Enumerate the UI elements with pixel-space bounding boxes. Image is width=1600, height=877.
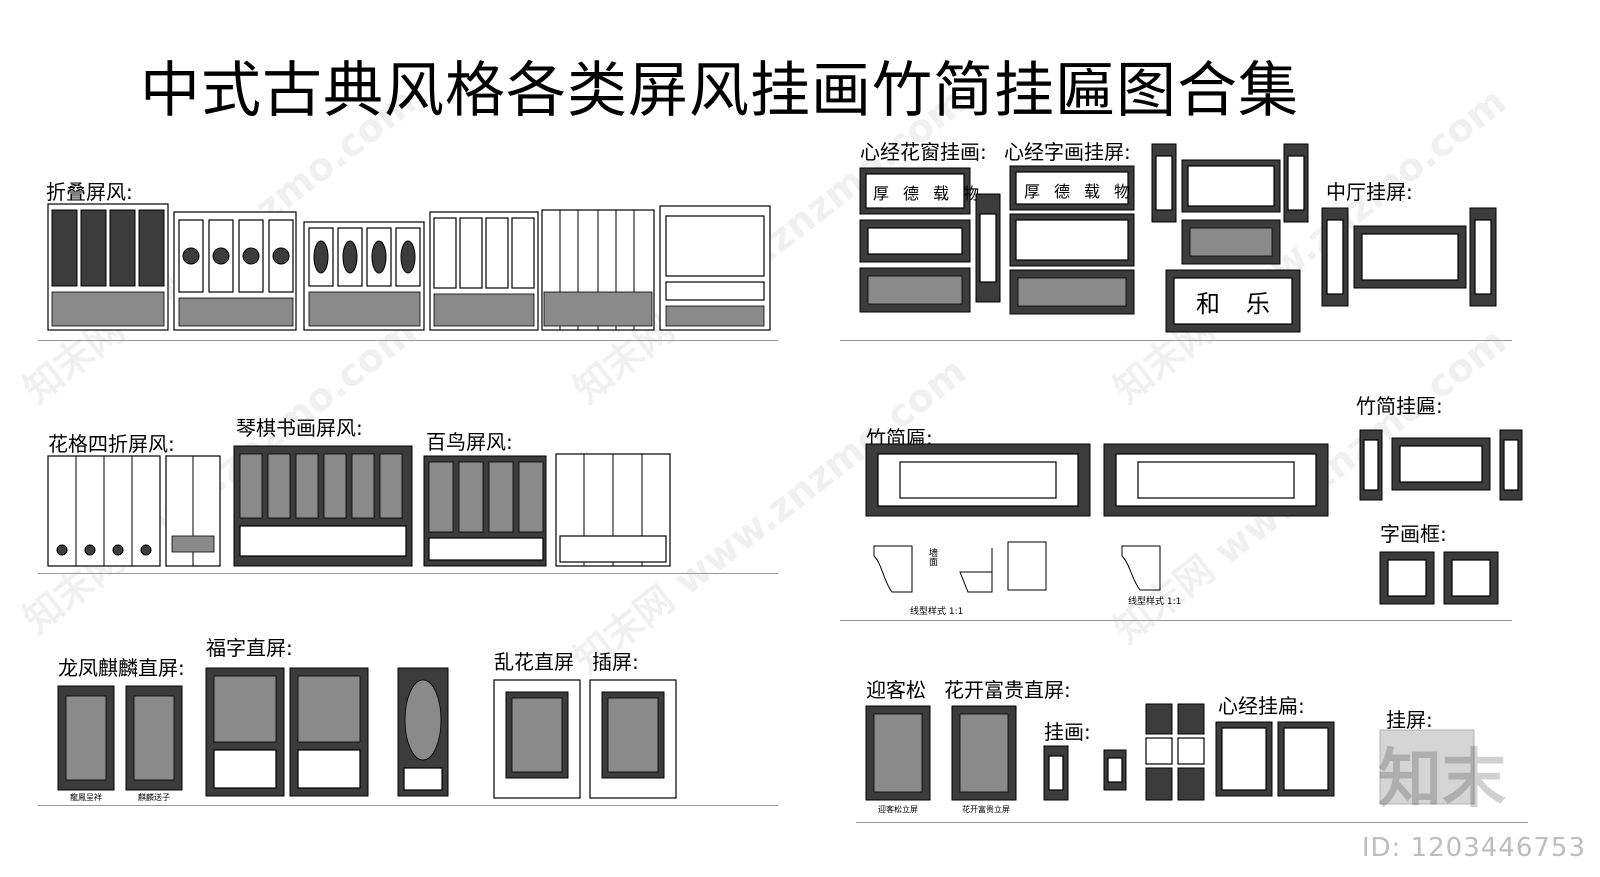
label-fu-character: 福字直屏: <box>206 636 293 660</box>
label-folding-screen: 折叠屏风: <box>46 180 133 204</box>
fu-character-screen-3 <box>397 667 449 797</box>
profile-style-label: 线型样式 1:1 <box>910 607 964 617</box>
folding-screen-lattice <box>47 203 169 331</box>
divider-line <box>38 340 778 341</box>
image-id-label: ID: 1203446753 <box>1361 833 1586 863</box>
lattice-panels <box>51 209 165 287</box>
heart-sutra-center-mid <box>1181 219 1281 265</box>
qin-qi-shu-hua-screen <box>233 445 413 567</box>
he-le-plaque <box>1165 269 1301 333</box>
calligraphy-four-fold-screen <box>555 453 671 567</box>
label-heart-sutra-window: 心经花窗挂画: <box>860 140 987 164</box>
lattice-two-fold-screen <box>165 455 221 567</box>
folding-screen-calligraphy <box>429 211 539 331</box>
divider-line <box>38 573 778 574</box>
heart-sutra-window-carved <box>859 267 971 313</box>
folding-screen-carved <box>173 211 297 331</box>
heart-sutra-calligraphy-text <box>1009 213 1135 267</box>
folding-screen-frame <box>659 205 771 331</box>
random-flower-screen <box>493 679 581 799</box>
folding-screen-open <box>541 209 655 331</box>
label-hundred-birds: 百鸟屏风: <box>426 430 513 454</box>
divider-line <box>840 620 1512 621</box>
label-qin-qi-shu-hua: 琴棋书画屏风: <box>236 416 363 440</box>
page-title: 中式古典风格各类屏风挂画竹简挂匾图合集 <box>140 56 1299 126</box>
plaque-text-he-le: 和乐 <box>1196 290 1296 318</box>
caption-pine: 迎客松立屏 <box>878 805 918 814</box>
dragon-phoenix-screen-2 <box>125 685 183 791</box>
profile-wall-label: 墙面 <box>927 548 937 566</box>
heart-sutra-center-top <box>1181 159 1281 213</box>
label-insert-screen: 插屏: <box>592 650 639 674</box>
label-calligraphy-frame: 字画框: <box>1380 522 1447 546</box>
caption-peony: 花开富贵立屏 <box>962 805 1010 814</box>
bamboo-hanging-plaque-left <box>1359 429 1383 501</box>
profile-section-left <box>873 541 1047 593</box>
profile-style-label: 线型样式 1:1 <box>1128 597 1182 607</box>
bamboo-plaque-large <box>865 443 1091 517</box>
folding-screen-floral <box>303 221 425 331</box>
heart-sutra-plaque-grid <box>1145 703 1205 801</box>
hanging-painting-1 <box>1043 745 1069 801</box>
insert-screen <box>589 679 677 799</box>
blossoming-wealth-screen <box>951 705 1017 801</box>
heart-sutra-window-plain <box>859 219 971 263</box>
hall-screen-center <box>1353 225 1467 289</box>
fu-character-screen-1 <box>205 667 285 797</box>
label-welcoming-pine: 迎客松 <box>866 678 926 702</box>
divider-line <box>840 340 1512 341</box>
bamboo-hanging-plaque-right <box>1499 429 1523 501</box>
profile-section-right <box>1121 545 1161 591</box>
label-bamboo-hanging-plaque: 竹简挂匾: <box>1356 394 1443 418</box>
label-heart-sutra-calligraphy: 心经字画挂屏: <box>1004 140 1131 164</box>
heart-sutra-window-plaque <box>859 167 971 215</box>
label-hanging-screen: 挂屏: <box>1386 708 1433 732</box>
bamboo-hanging-plaque-center <box>1391 437 1491 491</box>
hanging-painting-2 <box>1103 749 1127 791</box>
label-dragon-phoenix: 龙凤麒麟直屏: <box>58 656 185 680</box>
heart-sutra-window-vertical <box>975 193 1001 303</box>
plaque-text-hou-de-zai-wu: 厚德载物 <box>873 184 994 203</box>
dragon-phoenix-screen-1 <box>57 685 115 791</box>
caption-dragon: 龍鳳呈祥 <box>70 793 102 802</box>
plaque-text-hou-de-zai-wu: 厚德载物 <box>1024 182 1145 201</box>
hundred-birds-screen <box>423 455 547 567</box>
divider-line <box>38 805 778 806</box>
label-blossoming-wealth: 花开富贵直屏: <box>944 678 1071 702</box>
fu-character-screen-2 <box>289 667 369 797</box>
label-hanging-painting: 挂画: <box>1044 720 1091 744</box>
heart-sutra-plaque-mirror-2 <box>1277 721 1335 797</box>
bamboo-plaque-large-2 <box>1103 443 1329 517</box>
heart-sutra-calligraphy-dense <box>1009 269 1135 315</box>
hall-screen-right <box>1469 207 1497 307</box>
label-hall-screen: 中厅挂屏: <box>1326 180 1413 204</box>
calligraphy-frame-1 <box>1379 551 1435 605</box>
heart-sutra-side-right <box>1283 143 1309 223</box>
label-lattice-four-fold: 花格四折屏风: <box>48 432 175 456</box>
heart-sutra-side-left <box>1151 143 1177 223</box>
welcoming-pine-screen <box>865 705 931 801</box>
caption-qilin: 麒麟送子 <box>138 793 170 802</box>
hall-screen-left <box>1321 207 1349 307</box>
divider-line <box>856 822 1528 823</box>
lattice-four-fold-screen <box>47 455 161 567</box>
heart-sutra-calligraphy-plaque <box>1009 165 1135 211</box>
heart-sutra-plaque-mirror-1 <box>1215 721 1273 797</box>
label-heart-sutra-plaque: 心经挂扁: <box>1218 694 1305 718</box>
label-random-flower: 乱花直屏 <box>494 650 574 674</box>
calligraphy-frame-2 <box>1443 551 1499 605</box>
brand-logo: 知末 <box>1378 742 1506 817</box>
hanging-screen <box>1379 729 1475 805</box>
